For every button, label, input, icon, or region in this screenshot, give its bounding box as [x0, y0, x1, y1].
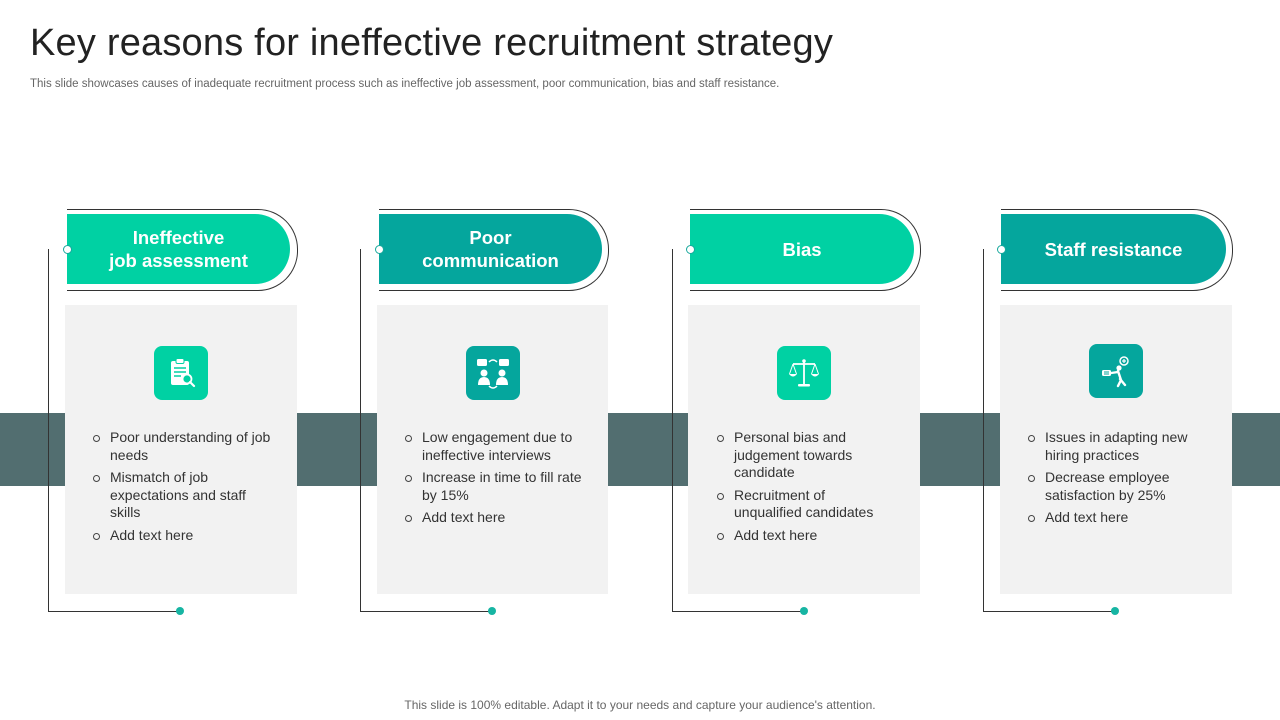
- clipboard-search-icon: [154, 346, 208, 400]
- connector-bracket: [983, 249, 1116, 612]
- page-title: Key reasons for ineffective recruitment …: [30, 22, 834, 64]
- heading-tab: Bias: [690, 214, 914, 284]
- footer-note: This slide is 100% editable. Adapt it to…: [404, 698, 876, 712]
- reason-list: Low engagement due to ineffective interv…: [404, 429, 584, 532]
- list-item: Add text here: [92, 527, 272, 545]
- connector-bracket: [672, 249, 805, 612]
- list-item: Mismatch of job expectations and staff s…: [92, 469, 272, 522]
- connector-start-dot: [686, 245, 695, 254]
- connector-bracket: [48, 249, 181, 612]
- heading-line-1: Bias: [782, 238, 822, 260]
- connector-start-dot: [997, 245, 1006, 254]
- heading-line-1: Ineffective: [132, 227, 225, 248]
- list-item: Add text here: [716, 527, 896, 545]
- connector-end-dot: [800, 607, 808, 615]
- list-item: Poor understanding of job needs: [92, 429, 272, 464]
- balance-scale-icon: [777, 346, 831, 400]
- list-item: Increase in time to fill rate by 15%: [404, 469, 584, 504]
- team-communication-icon: [466, 346, 520, 400]
- connector-end-dot: [176, 607, 184, 615]
- reason-list: Issues in adapting new hiring practices …: [1027, 429, 1207, 532]
- heading-line-2: communication: [422, 250, 559, 271]
- connector-end-dot: [1111, 607, 1119, 615]
- page-subtitle: This slide showcases causes of inadequat…: [30, 78, 780, 90]
- connector-start-dot: [63, 245, 72, 254]
- person-resisting-icon: [1089, 344, 1143, 398]
- reason-list: Poor understanding of job needs Mismatch…: [92, 429, 272, 549]
- list-item: Recruitment of unqualified candidates: [716, 487, 896, 522]
- reason-column-bias: Bias Personal bias and judgement towards…: [624, 0, 936, 720]
- list-item: Add text here: [1027, 509, 1207, 527]
- connector-start-dot: [375, 245, 384, 254]
- connector-end-dot: [488, 607, 496, 615]
- heading-tab: Staff resistance: [1001, 214, 1226, 284]
- reason-column-staff-resistance: Staff resistance Issues in adapting new …: [936, 0, 1248, 720]
- list-item: Decrease employee satisfaction by 25%: [1027, 469, 1207, 504]
- heading-line-1: Staff resistance: [1044, 238, 1183, 260]
- list-item: Add text here: [404, 509, 584, 527]
- heading-line-1: Poor: [469, 227, 512, 248]
- reason-list: Personal bias and judgement towards cand…: [716, 429, 896, 549]
- list-item: Personal bias and judgement towards cand…: [716, 429, 896, 482]
- list-item: Issues in adapting new hiring practices: [1027, 429, 1207, 464]
- heading-line-2: job assessment: [109, 250, 248, 271]
- connector-bracket: [360, 249, 493, 612]
- list-item: Low engagement due to ineffective interv…: [404, 429, 584, 464]
